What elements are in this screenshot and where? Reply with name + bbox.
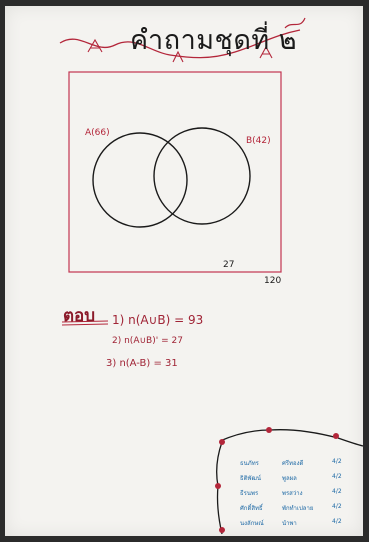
table-row: ธิติพัฒน์ พูลผล 4/2 — [240, 473, 342, 483]
class-value: 4/2 — [332, 473, 342, 480]
first-name: ศักดิ์สิทธิ์ — [240, 505, 263, 512]
last-name: ศรีทองดี — [282, 460, 304, 467]
first-name: นงลักษณ์ — [240, 520, 264, 527]
answer-line-1: 1) n(A∪B) = 93 — [112, 313, 204, 327]
class-value: 4/2 — [332, 518, 342, 525]
scallop-dot — [215, 483, 221, 489]
last-name: พรสว่าง — [282, 490, 303, 497]
table-row: ศักดิ์สิทธิ์ พักทำเปลาย 4/2 — [240, 503, 342, 513]
first-name: ธนภัทร — [240, 460, 259, 467]
title-a-mark — [172, 50, 184, 63]
scallop-dot — [333, 433, 339, 439]
page-title: คำถามชุดที่ ๒ — [130, 25, 298, 56]
set-a-circle — [92, 132, 188, 228]
table-row: ธนภัทร ศรีทองดี 4/2 — [240, 458, 342, 468]
title-corner-squiggle — [284, 17, 306, 29]
outside-value: 27 — [223, 260, 235, 270]
last-name: พักทำเปลาย — [282, 505, 314, 512]
scallop-dot — [219, 527, 225, 533]
universe-value: 120 — [264, 276, 282, 286]
answer-heading: ตอบ — [63, 306, 96, 326]
set-b-circle — [153, 127, 251, 225]
scallop-dot — [219, 439, 225, 445]
class-value: 4/2 — [332, 458, 342, 465]
paper-sheet — [5, 6, 363, 536]
student-names-table: ธนภัทร ศรีทองดี 4/2 ธิติพัฒน์ พูลผล 4/2 … — [240, 458, 342, 528]
table-row: นงลักษณ์ นำพา 4/2 — [240, 518, 342, 528]
table-row: ธีรนพร พรสว่าง 4/2 — [240, 488, 342, 498]
corner-scallop — [219, 429, 364, 447]
title-a-mark — [87, 38, 103, 53]
last-name: นำพา — [282, 520, 297, 527]
answer-line-3: 3) n(A-B) = 31 — [106, 358, 178, 369]
set-a-label: A(66) — [85, 128, 110, 138]
first-name: ธิติพัฒน์ — [240, 475, 262, 482]
answer-line-2: 2) n(A∪B)' = 27 — [112, 336, 183, 346]
first-name: ธีรนพร — [240, 490, 259, 497]
set-b-label: B(42) — [246, 136, 271, 146]
last-name: พูลผล — [282, 475, 297, 482]
scallop-dot — [266, 427, 272, 433]
class-value: 4/2 — [332, 503, 342, 510]
class-value: 4/2 — [332, 488, 342, 495]
universal-set-box — [68, 71, 282, 273]
title-a-mark — [259, 45, 273, 59]
answer-underline — [61, 320, 109, 326]
